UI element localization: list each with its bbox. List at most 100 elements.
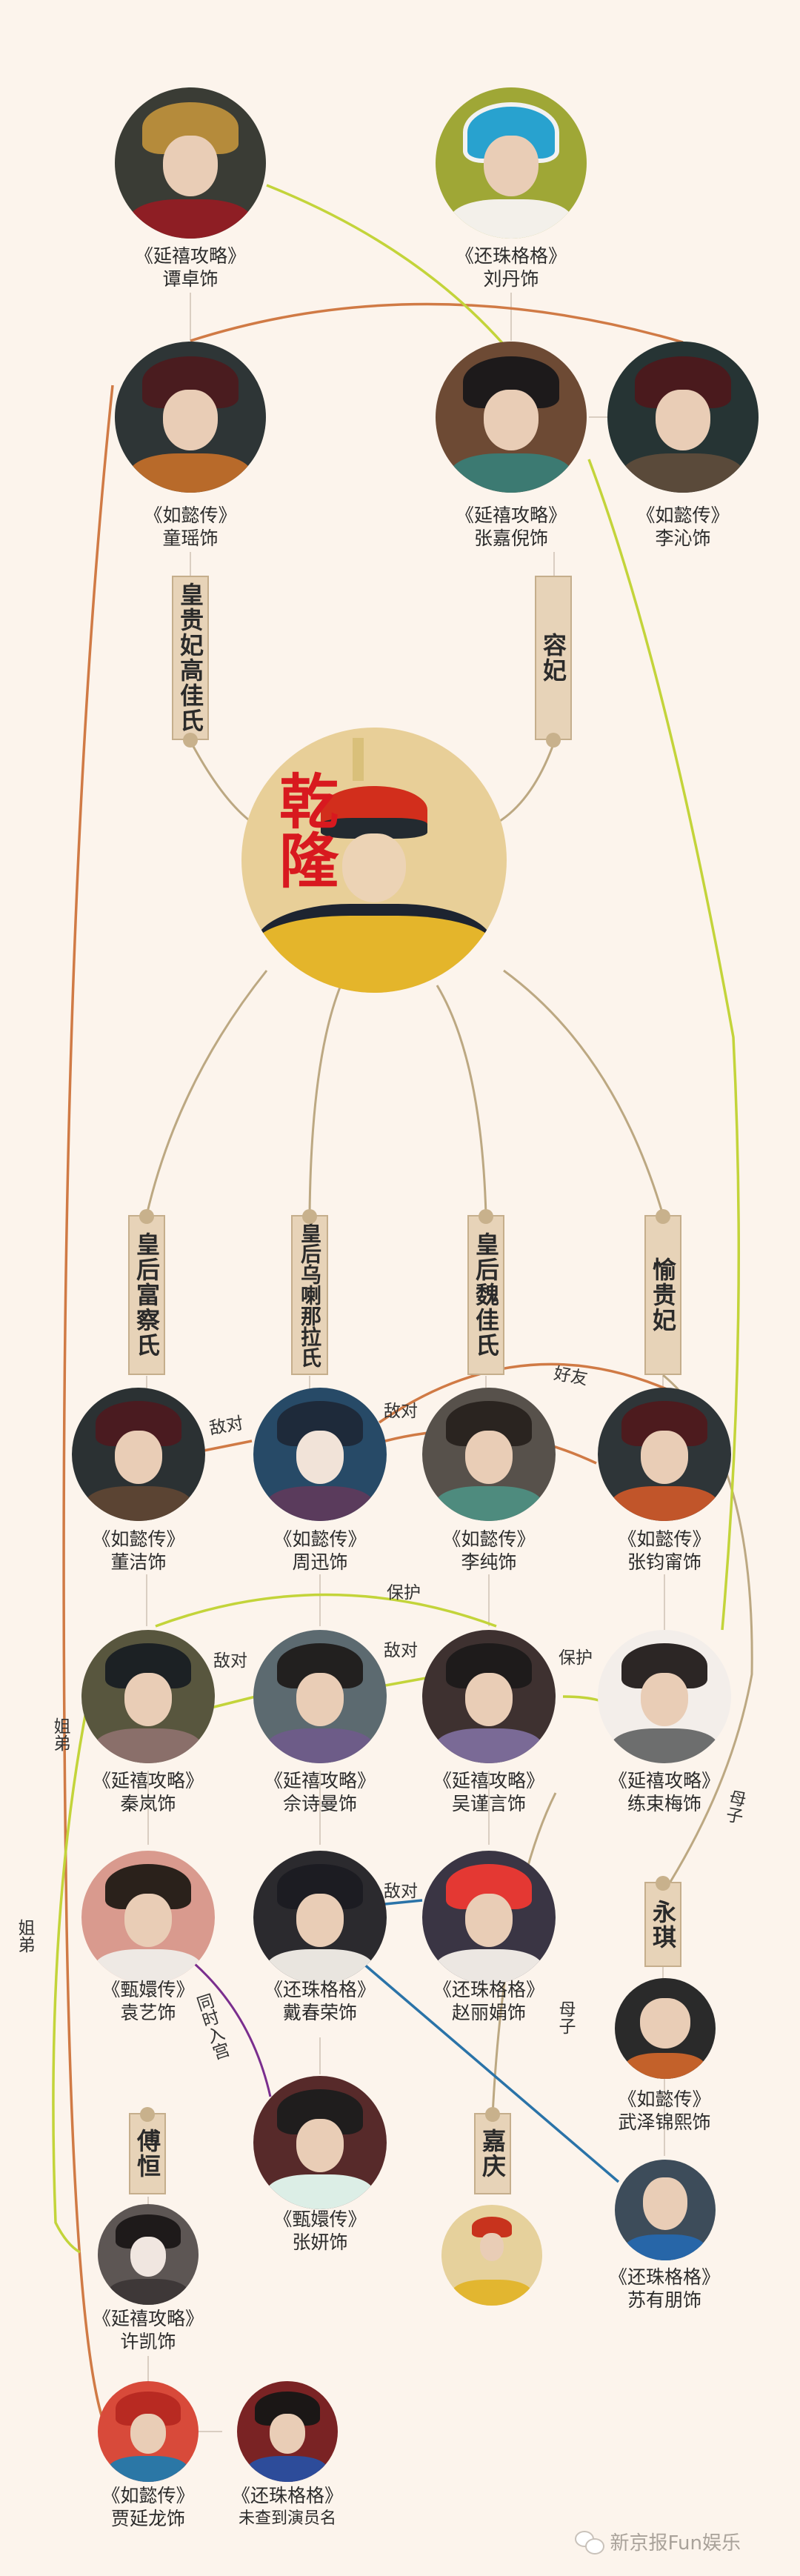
caption-sheshiman: 《延禧攻略》 佘诗曼饰 (264, 1769, 376, 1815)
caption-zhangjunning: 《如懿传》 张钧甯饰 (618, 1528, 710, 1574)
tag-gao-jiashi: 皇贵妃高佳氏 (172, 576, 209, 748)
tag-dot (302, 1209, 317, 1224)
caption-wuzejinxi: 《如懿传》 武泽锦熙饰 (618, 2088, 710, 2134)
show-title: 《如懿传》 (618, 1528, 711, 1550)
relation-siblings-label: 姐弟 (50, 1717, 70, 1751)
caption-suyoupeng: 《还珠格格》 苏有朋饰 (609, 2266, 720, 2312)
caption-zhouxun: 《如懿传》 周迅饰 (273, 1528, 366, 1574)
portrait-lianshumei (598, 1630, 731, 1763)
portrait-tongyao (115, 342, 266, 493)
watermark: 新京报Fun娱乐 (574, 2528, 741, 2555)
show-title: 《延禧攻略》 (92, 1770, 204, 1791)
actor-name: 李纯饰 (461, 1551, 517, 1573)
actor-name: 吴谨言饰 (451, 1793, 527, 1814)
portrait-jiayanlong (98, 2381, 199, 2482)
actor-name: 未查到演员名 (238, 2509, 337, 2528)
actor-name: 李沁饰 (655, 527, 711, 549)
wechat-icon (574, 2530, 604, 2555)
portrait-liudan (436, 87, 587, 239)
relation-siblings-label: 姐弟 (15, 1919, 34, 1953)
actor-name: 张钧甯饰 (627, 1551, 702, 1573)
portrait-unknown-actor (237, 2381, 338, 2482)
relation-protect-label: 保护 (559, 1648, 593, 1668)
caption-zhaolijuan: 《还珠格格》 赵丽娟饰 (433, 1978, 544, 2024)
portrait-zhangjiani (436, 342, 587, 493)
actor-name: 谭卓饰 (162, 268, 219, 290)
portrait-zhangyan (253, 2076, 387, 2209)
relation-enemy-label: 敌对 (384, 1882, 418, 1901)
portrait-zhouxun (253, 1388, 387, 1521)
portrait-zhangjunning (598, 1388, 731, 1521)
caption-daichunrong: 《还珠格格》 戴春荣饰 (264, 1978, 376, 2024)
show-title: 《还珠格格》 (455, 245, 567, 267)
actor-name: 戴春荣饰 (282, 2002, 358, 2023)
tag-rongfei: 容妃 (535, 576, 572, 748)
actor-name: 童瑶饰 (162, 527, 219, 549)
relation-enemy-label: 敌对 (384, 1402, 418, 1421)
actor-name: 练束梅饰 (627, 1793, 702, 1814)
actor-name: 张妍饰 (292, 2231, 348, 2253)
caption-lianshumei: 《延禧攻略》 练束梅饰 (609, 1769, 720, 1815)
tag-fuheng: 傅恒 (129, 2107, 166, 2194)
actor-name: 佘诗曼饰 (282, 1793, 358, 1814)
actor-name: 赵丽娟饰 (451, 2002, 527, 2023)
show-title: 《还珠格格》 (264, 1979, 376, 2000)
portrait-lichun (422, 1388, 556, 1521)
actor-name: 刘丹饰 (483, 268, 539, 290)
actor-name: 贾延龙饰 (110, 2508, 186, 2529)
tag-dot (485, 2107, 500, 2122)
caption-jiayanlong: 《如懿传》 贾延龙饰 (101, 2484, 194, 2530)
caption-zhangjiani: 《延禧攻略》 张嘉倪饰 (456, 504, 567, 550)
show-title: 《甄嬛传》 (273, 2209, 367, 2230)
tag-dot (656, 1209, 670, 1224)
portrait-wuzejinxi (615, 1978, 716, 2079)
relation-enemy-label: 敌对 (213, 1651, 247, 1671)
show-title: 《如懿传》 (144, 505, 237, 526)
caption-dongjie: 《如懿传》 董洁饰 (92, 1528, 184, 1574)
portrait-sheshiman (253, 1630, 387, 1763)
relation-mother-son-label: 母子 (556, 2000, 575, 2034)
portrait-qinlan (81, 1630, 215, 1763)
tag-fucha: 皇后富察氏 (128, 1209, 165, 1375)
relation-protect-label: 保护 (387, 1583, 421, 1602)
caption-xukai: 《延禧攻略》 许凯饰 (93, 2307, 204, 2353)
portrait-tanzhuo (115, 87, 266, 239)
show-title: 《延禧攻略》 (608, 1770, 721, 1791)
show-title: 《如懿传》 (442, 1528, 536, 1550)
tag-dot (546, 733, 561, 748)
portrait-zhaolijuan (422, 1851, 556, 1984)
tag-jiaqing: 嘉庆 (474, 2107, 511, 2194)
caption-tongyao: 《如懿传》 童瑶饰 (144, 504, 236, 550)
portrait-xukai (98, 2204, 199, 2305)
portrait-daichunrong (253, 1851, 387, 1984)
caption-zhangyan: 《甄嬛传》 张妍饰 (273, 2208, 366, 2254)
tag-dot (479, 1209, 493, 1224)
caption-wujinyan: 《延禧攻略》 吴谨言饰 (433, 1769, 544, 1815)
caption-qinlan: 《延禧攻略》 秦岚饰 (93, 1769, 204, 1815)
actor-name: 张嘉倪饰 (473, 527, 549, 549)
portrait-wujinyan (422, 1630, 556, 1763)
show-title: 《如懿传》 (273, 1528, 367, 1550)
actor-name: 苏有朋饰 (627, 2289, 702, 2311)
actor-name: 许凯饰 (120, 2331, 176, 2352)
actor-name: 秦岚饰 (120, 1793, 176, 1814)
show-title: 《如懿传》 (101, 2485, 195, 2506)
actor-name: 袁艺饰 (120, 2002, 176, 2023)
show-title: 《延禧攻略》 (455, 505, 567, 526)
caption-tanzhuo: 《延禧攻略》 谭卓饰 (135, 244, 246, 290)
portrait-dongjie (72, 1388, 205, 1521)
caption-liudan: 《还珠格格》 刘丹饰 (456, 244, 567, 290)
show-title: 《如懿传》 (92, 1528, 185, 1550)
portrait-qianlong (241, 728, 507, 993)
show-title: 《如懿传》 (636, 505, 730, 526)
tag-yongqi: 永琪 (644, 1876, 681, 1967)
tag-dot (183, 733, 198, 748)
tag-wei: 皇后魏佳氏 (467, 1209, 504, 1375)
show-title: 《延禧攻略》 (264, 1770, 376, 1791)
tag-ulanara: 皇后乌喇那拉氏 (291, 1209, 328, 1375)
tag-dot (656, 1876, 670, 1891)
emperor-name: 乾隆 (270, 771, 339, 889)
show-title: 《还珠格格》 (608, 2266, 721, 2288)
actor-name: 武泽锦熙饰 (618, 2111, 711, 2133)
